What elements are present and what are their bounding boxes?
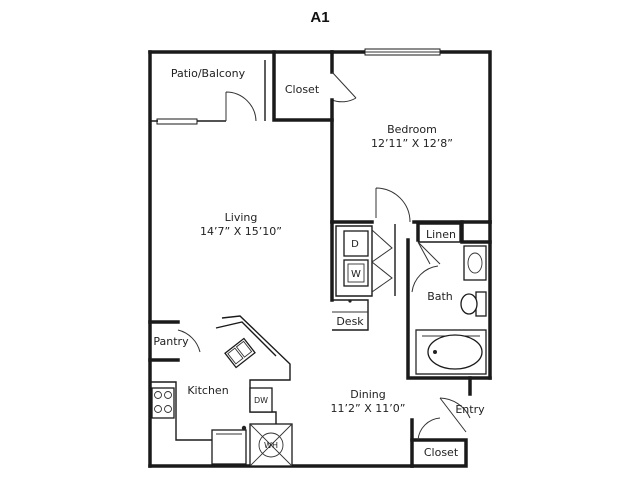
toilet-bowl	[460, 293, 478, 315]
linen: Linen	[416, 222, 461, 265]
living-window	[156, 118, 198, 125]
pantry: Pantry	[148, 320, 201, 362]
plan-title: A1	[310, 9, 329, 26]
exterior-walls	[148, 50, 492, 468]
patio-balcony: Patio/Balcony	[150, 60, 266, 122]
water-heater: WH	[249, 423, 293, 467]
entry-label: Entry	[455, 403, 485, 416]
linen-label: Linen	[426, 228, 456, 241]
bedroom-label: Bedroom	[387, 123, 437, 136]
kitchen-sink	[224, 337, 256, 369]
laundry-closet: D W	[330, 220, 396, 302]
dining-dims: 11’2” X 11’0”	[331, 402, 406, 415]
bath-sink	[463, 245, 487, 281]
closet-top-label: Closet	[285, 83, 320, 96]
dryer	[343, 230, 369, 257]
pantry-label: Pantry	[153, 335, 189, 348]
closet-top: Closet	[272, 50, 357, 122]
desk-label: Desk	[336, 315, 364, 328]
kitchen-label: Kitchen	[187, 384, 228, 397]
closet-entry-label: Closet	[424, 446, 459, 459]
dining-label: Dining	[350, 388, 386, 401]
washer-label: W	[351, 269, 361, 280]
patio-label: Patio/Balcony	[171, 67, 246, 80]
living-dims: 14’7” X 15’10”	[200, 225, 282, 238]
dryer-label: D	[351, 239, 359, 250]
living: Living 14’7” X 15’10”	[200, 211, 282, 238]
desk: Desk	[332, 299, 369, 331]
water-heater-label: WH	[264, 441, 278, 450]
bedroom-dims: 12’11” X 12’8”	[371, 137, 453, 150]
bath: Bath	[406, 220, 492, 380]
living-label: Living	[225, 211, 258, 224]
bath-label: Bath	[427, 290, 453, 303]
refrigerator	[211, 429, 247, 465]
kitchen: DW Kitchen	[150, 315, 291, 466]
range	[151, 387, 175, 419]
entry: Entry Closet	[410, 376, 485, 468]
dishwasher	[249, 387, 273, 413]
bedroom: Bedroom 12’11” X 12’8”	[330, 98, 492, 224]
dining: Dining 11’2” X 11’0”	[331, 388, 406, 415]
dishwasher-label: DW	[254, 396, 268, 405]
